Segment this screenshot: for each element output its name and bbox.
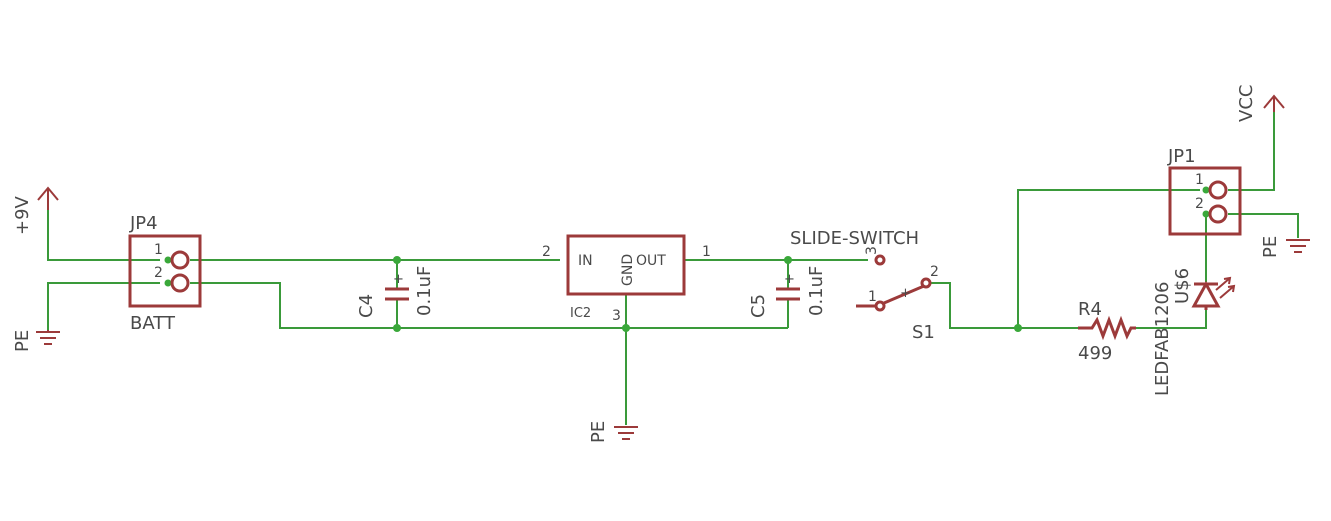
- supply-9v-label: +9V: [12, 195, 33, 235]
- led-ref: U$6: [1172, 268, 1193, 304]
- junction-dot: [393, 324, 401, 332]
- capacitor-c4[interactable]: + C4 0.1uF: [356, 266, 435, 318]
- ground-icon: [1286, 239, 1310, 253]
- pin-number: 2: [1195, 196, 1204, 212]
- pin-number: 2: [930, 264, 939, 280]
- polarity-mark: +: [393, 272, 404, 287]
- capacitor-value: 0.1uF: [414, 266, 435, 316]
- pin-number: 1: [868, 289, 877, 305]
- pin-number: 3: [612, 308, 621, 324]
- junction-dot: [1202, 210, 1210, 218]
- supply-arrow-icon: [37, 186, 59, 210]
- switch-s1[interactable]: 1 2 3 + SLIDE-SWITCH S1: [790, 228, 939, 343]
- resistor-r4[interactable]: R4 499: [1078, 299, 1136, 364]
- pin-number: 1: [154, 242, 163, 258]
- supply-9v[interactable]: +9V: [12, 186, 59, 235]
- ic-pin-label-gnd: GND: [620, 254, 636, 286]
- led-value: LEDFAB1206: [1152, 282, 1173, 396]
- wire-jp1-pin2-pe: [1228, 213, 1299, 238]
- wire-9v-net: [47, 195, 160, 261]
- resistor-value: 499: [1078, 343, 1112, 364]
- connector-ref: JP1: [1167, 146, 1196, 167]
- capacitor-ref: C4: [356, 294, 377, 318]
- junction-dot: [622, 324, 630, 332]
- wire-jp1-pin1-net: [1017, 189, 1200, 328]
- junction-dot: [1014, 324, 1022, 332]
- junction-dot: [164, 256, 172, 264]
- capacitor-ref: C5: [748, 294, 769, 318]
- led-icon: [1191, 280, 1221, 310]
- ground-right[interactable]: PE: [1260, 236, 1310, 258]
- connector-jp4[interactable]: JP4 BATT 1 2: [128, 213, 202, 334]
- connector-ref: JP4: [129, 213, 158, 234]
- switch-contact-icon: [874, 300, 886, 312]
- ground-icon: [36, 330, 60, 345]
- capacitor-icon: [385, 287, 409, 301]
- ground-center[interactable]: PE: [588, 421, 638, 443]
- connector-pin-icon: [1208, 180, 1228, 200]
- ground-label: PE: [1260, 236, 1281, 258]
- wire-vcc: [1228, 100, 1275, 191]
- pin-number: 2: [154, 265, 163, 281]
- ic-pin-label-in: IN: [578, 253, 593, 269]
- wire-pe-left: [47, 282, 160, 330]
- pin-number: 1: [702, 244, 711, 260]
- ic-pin-label-out: OUT: [636, 253, 666, 269]
- resistor-icon: [1078, 315, 1136, 341]
- resistor-ref: R4: [1078, 299, 1102, 320]
- regulator-ic2[interactable]: IN OUT GND 2 1 3 IC2: [542, 234, 711, 324]
- switch-contact-icon: [874, 254, 886, 266]
- switch-ref: S1: [912, 322, 935, 343]
- capacitor-icon: [776, 287, 800, 301]
- connector-pin-icon: [170, 250, 190, 270]
- ground-label: PE: [588, 421, 609, 443]
- connector-pin-icon: [170, 273, 190, 293]
- junction-dot: [164, 279, 172, 287]
- wire-r4-led: [1136, 308, 1207, 329]
- regulator-ref: IC2: [570, 306, 591, 321]
- junction-dot: [1202, 186, 1210, 194]
- ground-left[interactable]: PE: [12, 330, 60, 352]
- polarity-mark: +: [900, 286, 911, 301]
- pin-number: 1: [1195, 172, 1204, 188]
- connector-pin-icon: [1208, 204, 1228, 224]
- regulator-body: [566, 234, 686, 296]
- connector-body: [128, 234, 202, 308]
- switch-value: SLIDE-SWITCH: [790, 228, 919, 249]
- connector-body: [1168, 166, 1242, 236]
- junctions: [164, 186, 1210, 332]
- ground-icon: [614, 426, 638, 440]
- capacitor-c5[interactable]: + C5 0.1uF: [748, 266, 827, 318]
- connector-value: BATT: [130, 313, 176, 334]
- junction-dot: [393, 256, 401, 264]
- pin-number: 2: [542, 244, 551, 260]
- supply-vcc-label: VCC: [1236, 85, 1257, 122]
- capacitor-value: 0.1uF: [806, 266, 827, 316]
- supply-arrow-icon: [1263, 94, 1285, 112]
- ground-label: PE: [12, 330, 33, 352]
- junction-dot: [784, 256, 792, 264]
- polarity-mark: +: [784, 272, 795, 287]
- led-u6[interactable]: LEDFAB1206 U$6: [1152, 268, 1236, 396]
- wire-switch-net: [930, 282, 1078, 329]
- wire-jp4-pin2-net: [190, 282, 788, 329]
- switch-lever-icon: [856, 284, 925, 308]
- pin-number: 3: [864, 246, 880, 255]
- led-emission-icon: [1215, 276, 1236, 299]
- switch-contact-icon: [920, 277, 932, 289]
- connector-jp1[interactable]: JP1 1 2: [1167, 146, 1242, 236]
- supply-vcc[interactable]: VCC: [1236, 85, 1285, 122]
- wires: [47, 100, 1299, 425]
